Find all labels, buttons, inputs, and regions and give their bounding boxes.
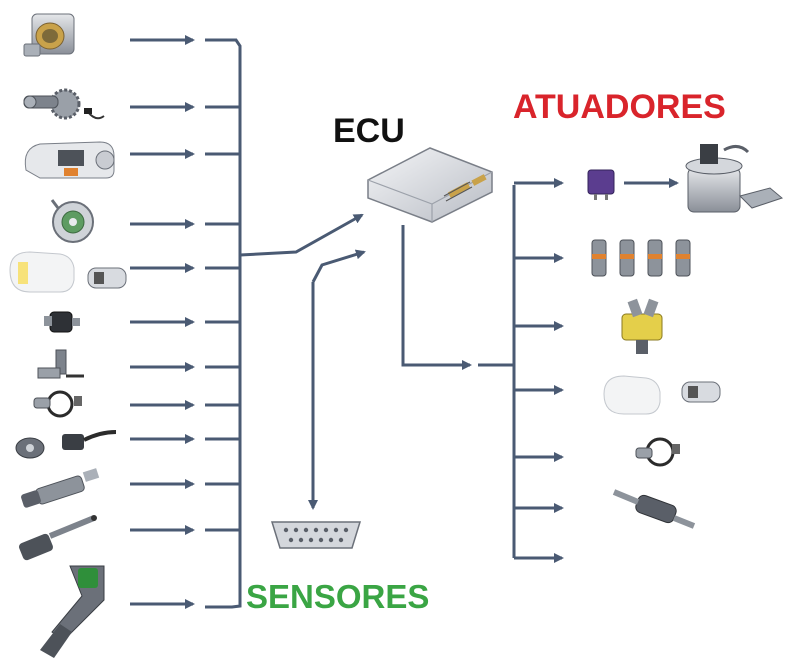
sensors-label: SENSORES [246, 578, 430, 615]
relay-icon [587, 169, 615, 200]
lambda-heater-icon [635, 437, 680, 467]
fuel-pump-icon [685, 144, 784, 213]
actuator-ignition-coil-icon [603, 375, 721, 415]
ecu-label: ECU [333, 112, 405, 150]
lambda-probe-icon [33, 390, 82, 418]
fuel-injectors-icon [591, 239, 691, 277]
ignition-coil-icon [9, 251, 127, 293]
diagnostic-link-up [311, 249, 366, 283]
actuators-label: ATUADORES [513, 88, 726, 126]
speed-sensor-icon [19, 515, 97, 561]
air-flow-meter-icon [24, 141, 115, 179]
crankshaft-sensor-icon [23, 88, 105, 120]
sensor-bus-stubs [205, 105, 240, 532]
idle-valve-icon [621, 298, 663, 354]
hall-sensor-icon [37, 349, 84, 379]
actuator-output-arrows [514, 178, 679, 563]
temperature-sensor-icon [44, 311, 80, 333]
sensor-bus [130, 35, 366, 609]
diagnostic-connector-icon [270, 521, 362, 549]
knock-sensor-icon [15, 430, 117, 459]
canister-valve-icon [612, 489, 696, 529]
ecu-module-icon [367, 147, 493, 223]
accelerator-pedal-icon [40, 565, 105, 658]
camshaft-sensor-icon [50, 199, 94, 243]
throttle-body-icon [23, 13, 75, 57]
bus-to-ecu-arrow [239, 213, 364, 257]
pressure-sensor-icon [21, 468, 100, 508]
actuator-bus [401, 178, 679, 563]
sensor-input-arrows [130, 35, 195, 609]
